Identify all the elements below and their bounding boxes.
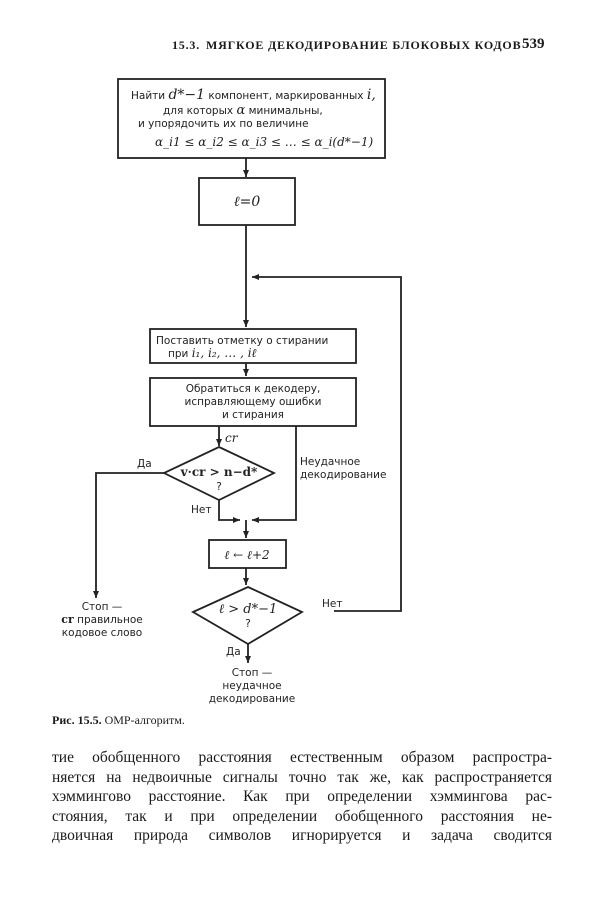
section-title: МЯГКОЕ ДЕКОДИРОВАНИЕ БЛОКОВЫХ КОДОВ (206, 38, 522, 52)
flowchart: Найти d*−1 компонент, маркированных i, д… (61, 78, 402, 705)
box1-line4: α_i1 ≤ α_i2 ≤ α_i3 ≤ … ≤ α_i(d*−1) (155, 135, 373, 149)
body-line: тие обобщенного расстояния естественным … (52, 749, 552, 766)
arrow-loop-back (252, 274, 402, 612)
diamond1-question: ? (216, 481, 222, 493)
box1-line2: для которых α минимальны, (163, 103, 323, 118)
section-number: 15.3. (172, 38, 200, 52)
box-init-l (198, 177, 296, 226)
diamond2-question: ? (245, 618, 251, 630)
no1-label: Нет (191, 504, 211, 516)
box4-line3: и стирания (222, 409, 284, 421)
stop1-line1: Стоп — (82, 601, 123, 613)
box3-line1: Поставить отметку о стирании (156, 335, 328, 347)
box1-line1: Найти d*−1 компонент, маркированных i, (131, 87, 376, 103)
body-line: няется на недвоичные сигналы точно так ж… (52, 768, 552, 786)
no2-label: Нет (322, 598, 342, 610)
page-number: 539 (522, 36, 545, 52)
diamond2-condition: ℓ > d*−1 (219, 602, 278, 617)
diamond1-condition: v·cr > n−d* (180, 465, 258, 479)
box3-line2: при i₁, i₂, … , iℓ (168, 346, 257, 360)
box-mark-erasures (149, 328, 357, 364)
arrow-fail-path (252, 426, 297, 523)
body-line: хэммингово расстояние. Как при определен… (52, 788, 552, 805)
stop1-line2: cr правильное (61, 613, 142, 626)
stop1-line3: кодовое слово (62, 627, 142, 639)
yes2-label: Да (226, 646, 241, 658)
stop2-line1: Стоп — (232, 667, 273, 679)
caption-text: ОМР-алгоритм. (104, 713, 185, 727)
box2-text: ℓ=0 (234, 194, 261, 210)
fail-label-line2: декодирование (300, 469, 386, 481)
box1-line3: и упорядочить их по величине (138, 118, 309, 130)
stop2-line3: декодирование (209, 693, 295, 705)
box4-line1: Обратиться к декодеру, (186, 383, 321, 395)
arrow-yes-stop1 (93, 472, 164, 598)
box-increment-l (208, 539, 287, 569)
box4-line2: исправляющему ошибки (185, 396, 322, 408)
yes1-label: Да (137, 458, 152, 470)
body-line: стояния, так и при определении обобщенно… (52, 807, 552, 825)
box-call-decoder (149, 377, 357, 427)
figure-caption: Рис. 15.5. ОМР-алгоритм. (52, 713, 185, 728)
box-find-components (117, 78, 386, 159)
stop2-line2: неудачное (222, 680, 281, 692)
arrow-no-merge (218, 500, 240, 523)
box5-text: ℓ ← ℓ+2 (224, 548, 269, 562)
body-paragraph: тие обобщенного расстояния естественным … (52, 748, 552, 846)
body-line: двоичная природа символов игнорируется и… (52, 827, 552, 844)
cr-label: cr (225, 431, 239, 445)
caption-label: Рис. 15.5. (52, 713, 102, 727)
fail-label-line1: Неудачное (300, 456, 360, 468)
